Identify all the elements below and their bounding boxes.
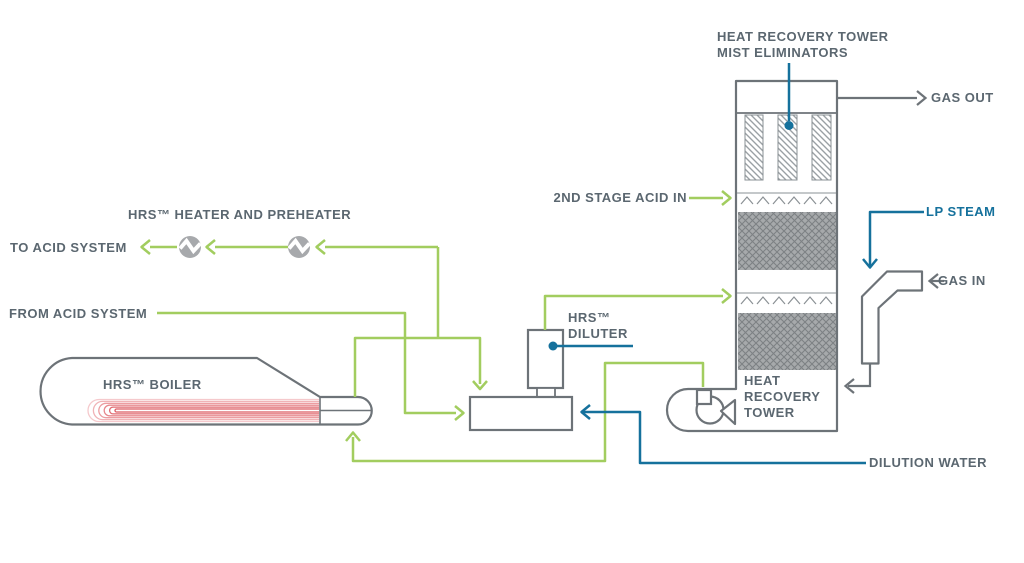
- packed-bed-1: [738, 212, 836, 270]
- gas-lines: [838, 90, 944, 289]
- spray-distributor-1: [737, 192, 836, 205]
- label-dilution-water: DILUTION WATER: [869, 455, 987, 470]
- diluter-column: [526, 328, 565, 390]
- label-hrs-heater-and-preheater: HRS™ HEATER AND PREHEATER: [128, 207, 352, 222]
- heat-exchanger-icon: [178, 236, 202, 258]
- diluter-tank: [468, 395, 574, 432]
- spray-distributor-2: [737, 292, 836, 305]
- label-gas-out: GAS OUT: [931, 90, 994, 105]
- mist-eliminator-pad: [811, 114, 832, 181]
- hrs-boiler-vessel: [39, 356, 373, 426]
- label-hrs-diluter: HRS™ DILUTER: [568, 310, 628, 341]
- water-steam-lines: [548, 63, 924, 465]
- packed-bed-2: [738, 313, 836, 370]
- label-lp-steam: LP STEAM: [926, 204, 996, 219]
- label-to-acid-system: TO ACID SYSTEM: [10, 240, 127, 255]
- heat-exchanger-icon: [287, 236, 311, 258]
- boiler-tube-bundle: [87, 398, 319, 423]
- label-from-acid-system: FROM ACID SYSTEM: [9, 306, 148, 321]
- label-heat-recovery-tower: HEAT RECOVERY TOWER: [744, 373, 821, 420]
- heat-recovery-tower-vessel: [665, 79, 839, 433]
- pointer-dot: [784, 121, 794, 130]
- label-gas-in: GAS IN: [938, 273, 986, 288]
- gas-inlet-duct: [843, 270, 924, 394]
- mist-eliminator-pad: [777, 114, 798, 181]
- hrs-diluter-vessel: [468, 328, 574, 432]
- circulation-pump-icon: [695, 388, 737, 426]
- label-second-stage-acid-in: 2ND STAGE ACID IN: [553, 190, 687, 205]
- label-mist-eliminators: HEAT RECOVERY TOWER MIST ELIMINATORS: [717, 29, 889, 60]
- mist-eliminator-pad: [744, 114, 764, 181]
- label-hrs-boiler: HRS™ BOILER: [103, 377, 202, 392]
